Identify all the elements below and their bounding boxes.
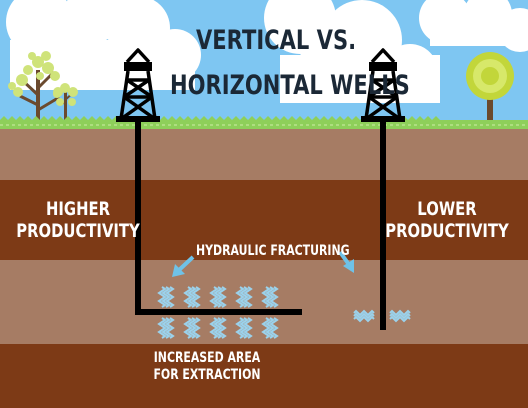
fracture-squiggle xyxy=(191,286,201,308)
cloud-icon xyxy=(419,0,528,52)
area-label-line-2: FOR EXTRACTION xyxy=(153,367,261,383)
fracture-squiggle xyxy=(243,286,253,308)
right-label-line-1: LOWER xyxy=(417,198,477,220)
soil-layer xyxy=(0,128,528,180)
fracture-squiggle xyxy=(161,317,171,339)
cloud-icon xyxy=(264,0,440,103)
higher-productivity-label: HIGHER PRODUCTIVITY xyxy=(12,198,145,242)
cloud-icon xyxy=(6,0,201,90)
fracture-squiggle xyxy=(353,312,375,320)
horizontal-well-pipe xyxy=(135,122,302,315)
fracture-squiggle xyxy=(389,315,411,323)
arrow-icon xyxy=(338,250,354,273)
fracture-squiggle xyxy=(269,286,279,308)
fracture-squiggle xyxy=(191,317,201,339)
fracture-squiggle xyxy=(265,286,275,308)
fracture-squiggle xyxy=(235,286,245,308)
fracture-squiggle xyxy=(261,286,271,308)
fracture-squiggle xyxy=(239,286,249,308)
fracture-squiggle xyxy=(235,317,245,339)
fracture-squiggle xyxy=(243,317,253,339)
fracture-squiggle xyxy=(157,286,167,308)
tree-icon xyxy=(53,83,78,124)
fracture-marks-horizontal xyxy=(157,286,279,339)
arrow-icon xyxy=(172,255,195,277)
fracture-squiggle xyxy=(265,317,275,339)
fracture-squiggle xyxy=(269,317,279,339)
fracture-squiggle xyxy=(187,286,197,308)
fracture-squiggle xyxy=(389,312,411,320)
right-label-line-2: PRODUCTIVITY xyxy=(385,220,509,242)
area-label-line-1: INCREASED AREA xyxy=(153,350,261,366)
fracture-squiggle xyxy=(213,286,223,308)
fracture-squiggle xyxy=(209,317,219,339)
soil-layer xyxy=(0,344,528,408)
title-line-1: VERTICAL VS. xyxy=(196,25,357,56)
fracture-marks-vertical xyxy=(353,309,411,323)
increased-area-label: INCREASED AREA FOR EXTRACTION xyxy=(141,350,274,384)
soil-layer xyxy=(0,180,528,260)
oil-derrick-icon xyxy=(116,48,160,122)
tree-icon xyxy=(466,52,514,124)
fracture-squiggle xyxy=(217,286,227,308)
fracture-squiggle xyxy=(239,317,249,339)
fracture-squiggle xyxy=(161,286,171,308)
fracture-squiggle xyxy=(209,286,219,308)
fracture-squiggle xyxy=(217,317,227,339)
left-label-line-2: PRODUCTIVITY xyxy=(16,220,140,242)
fracture-squiggle xyxy=(165,286,175,308)
tree-icon xyxy=(8,51,63,124)
fracture-squiggle xyxy=(353,315,375,323)
fracture-squiggle xyxy=(183,317,193,339)
fracture-squiggle xyxy=(353,309,375,317)
fracture-squiggle xyxy=(157,317,167,339)
fracture-squiggle xyxy=(389,309,411,317)
fracture-squiggle xyxy=(213,317,223,339)
fracture-squiggle xyxy=(187,317,197,339)
fracture-squiggle xyxy=(261,317,271,339)
oil-derrick-icon xyxy=(361,48,405,122)
lower-productivity-label: LOWER PRODUCTIVITY xyxy=(381,198,514,242)
fracture-squiggle xyxy=(165,317,175,339)
fracture-squiggle xyxy=(183,286,193,308)
left-label-line-1: HIGHER xyxy=(45,198,111,220)
title-line-2: HORIZONTAL WELLS xyxy=(170,70,410,101)
hydraulic-fracturing-label: HYDRAULIC FRACTURING xyxy=(196,243,350,259)
